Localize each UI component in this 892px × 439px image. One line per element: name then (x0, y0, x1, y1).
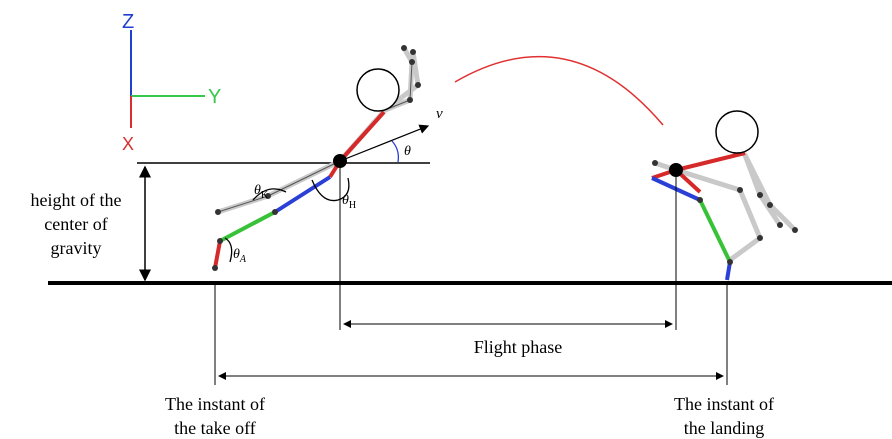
theta-arc (391, 140, 400, 163)
hip-angle-arc (311, 177, 350, 202)
landing-head (715, 110, 759, 154)
takeoff-head (356, 68, 400, 112)
takeoff-figure: v θ θK θH θA (212, 45, 443, 271)
x-axis-label: X (122, 134, 134, 154)
takeoff-thigh (273, 175, 332, 214)
landing-label-line2: the landing (684, 418, 764, 438)
flight-phase-label: Flight phase (474, 337, 563, 357)
z-axis-label: Z (122, 11, 134, 33)
landing-shank (698, 199, 732, 263)
landing-cog-dot (669, 163, 683, 177)
height-label-line1: height of the (31, 190, 122, 210)
trajectory-arc (454, 55, 664, 126)
ankle-angle-label: θ (233, 247, 240, 262)
takeoff-torso (338, 110, 386, 163)
takeoff-shank (219, 210, 276, 243)
takeoff-label-line1: The instant of (165, 394, 265, 414)
height-indicator: height of the center of gravity (31, 162, 430, 282)
velocity-label: v (436, 106, 443, 122)
y-axis-label: Y (208, 86, 221, 108)
landing-torso (675, 151, 746, 172)
svg-text:θH: θH (342, 193, 356, 211)
hip-angle-label: θ (342, 193, 349, 208)
landing-foot (725, 261, 732, 281)
takeoff-foot (213, 240, 222, 269)
coordinate-axes: Z Y X (122, 11, 221, 154)
height-label-line3: gravity (51, 238, 102, 258)
height-label-line2: center of (44, 214, 107, 234)
ankle-angle-arc (224, 237, 233, 263)
knee-angle-label: θ (254, 183, 261, 198)
theta-label: θ (404, 144, 411, 159)
velocity-vector (339, 124, 430, 162)
takeoff-label-line2: the take off (174, 418, 256, 438)
knee-angle-arc (252, 188, 287, 201)
landing-figure (651, 110, 798, 281)
svg-text:θK: θK (254, 183, 269, 201)
svg-text:θA: θA (233, 247, 247, 265)
landing-label-line1: The instant of (674, 394, 774, 414)
